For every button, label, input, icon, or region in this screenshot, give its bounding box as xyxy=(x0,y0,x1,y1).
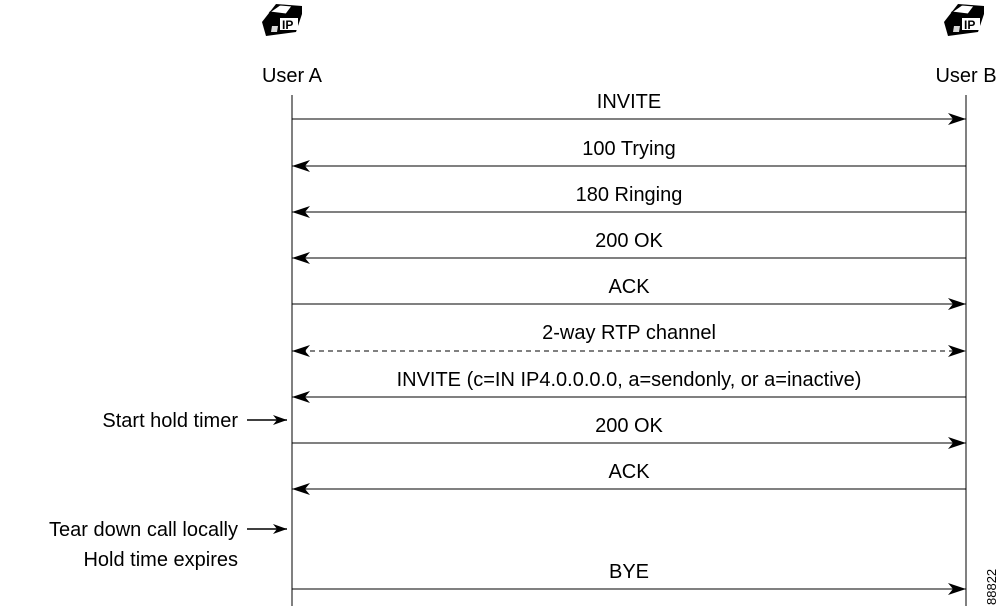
side-note-start-hold-timer: Start hold timer xyxy=(102,410,238,432)
user-a-phone-icon: IP xyxy=(262,4,302,36)
participant-a-label: User A xyxy=(262,65,323,87)
message-label: 200 OK xyxy=(595,415,663,437)
participant-b-label: User B xyxy=(935,65,996,87)
message-label: 100 Trying xyxy=(582,138,675,160)
ip-label: IP xyxy=(282,18,293,32)
message-label: BYE xyxy=(609,561,649,583)
message-label: ACK xyxy=(608,461,650,483)
ip-label: IP xyxy=(964,18,975,32)
message-label: 2-way RTP channel xyxy=(542,322,716,344)
side-note-tear-down: Tear down call locally xyxy=(49,519,238,541)
message-label: ACK xyxy=(608,276,650,298)
message-label: INVITE xyxy=(597,91,661,113)
user-b-phone-icon: IP xyxy=(944,4,984,36)
figure-id: 88822 xyxy=(984,569,999,605)
message-label: INVITE (c=IN IP4.0.0.0.0, a=sendonly, or… xyxy=(397,369,862,391)
message-label: 180 Ringing xyxy=(576,184,683,206)
side-note-hold-expires: Hold time expires xyxy=(83,549,238,571)
message-label: 200 OK xyxy=(595,230,663,252)
